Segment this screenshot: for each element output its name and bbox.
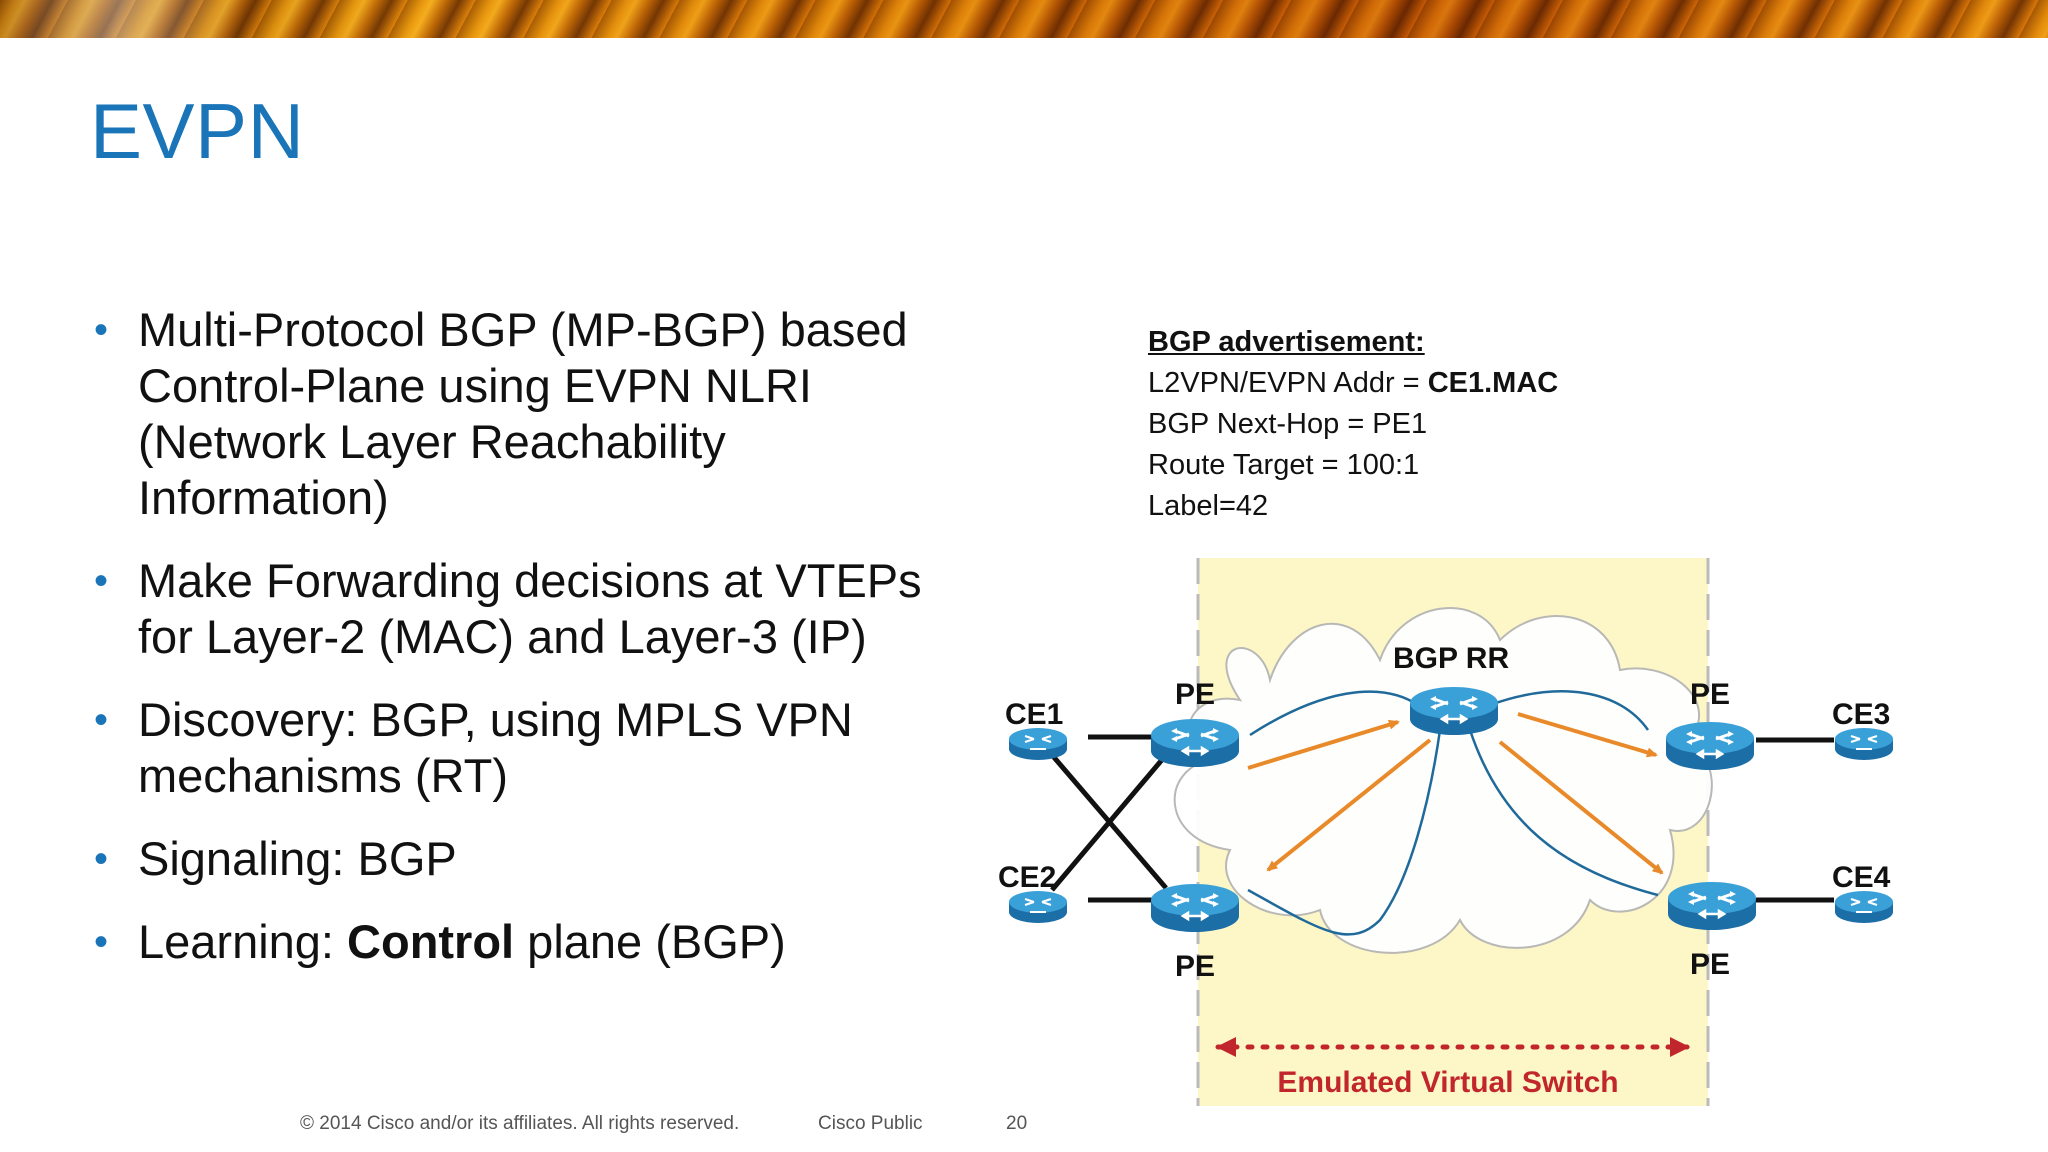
bullet-dot-icon: • xyxy=(94,308,109,352)
bgp-advertisement-box: BGP advertisement: L2VPN/EVPN Addr = CE1… xyxy=(1148,322,1558,527)
addr-label: L2VPN/EVPN Addr = xyxy=(1148,367,1428,399)
pe-top-right-label: PE xyxy=(1690,678,1730,711)
adv-arrow-pe1-rr xyxy=(1247,719,1400,770)
ce3-label: CE3 xyxy=(1832,698,1890,731)
advertisement-next-hop: BGP Next-Hop = PE1 xyxy=(1148,408,1428,440)
virtual-switch-label: Emulated Virtual Switch xyxy=(1277,1066,1618,1099)
bullet-text-bold: Control xyxy=(347,915,515,968)
adv-arrow-rr-pe2 xyxy=(1266,738,1432,872)
pe2-router-icon xyxy=(1149,882,1241,934)
advertisement-addr: L2VPN/EVPN Addr = CE1.MAC xyxy=(1148,363,1558,404)
ce2-label: CE2 xyxy=(998,861,1056,894)
bullet-item: • Learning: Control plane (BGP) xyxy=(92,914,952,970)
ce4-router-icon xyxy=(1834,890,1894,924)
bullet-text-pre: Learning: xyxy=(138,915,348,968)
ce2-router-icon xyxy=(1008,890,1068,924)
bullet-text: Multi-Protocol BGP (MP-BGP) based Contro… xyxy=(138,303,908,524)
footer-copyright: © 2014 Cisco and/or its affiliates. All … xyxy=(300,1113,740,1134)
addr-value: CE1.MAC xyxy=(1427,367,1559,399)
pe-top-left-label: PE xyxy=(1175,678,1215,711)
bgp-session-pe1 xyxy=(1249,690,1419,737)
bgp-session-pe4 xyxy=(1468,729,1659,897)
advertisement-label: Label=42 xyxy=(1148,490,1269,522)
footer-classification: Cisco Public xyxy=(818,1113,923,1134)
pe-bottom-left-label: PE xyxy=(1175,950,1215,983)
bullet-dot-icon: • xyxy=(94,837,109,881)
bgp-session-pe2 xyxy=(1247,729,1442,936)
link-ce2-pe1 xyxy=(1050,753,1168,892)
bullet-dot-icon: • xyxy=(94,920,109,964)
bgp-session-pe3 xyxy=(1489,690,1650,731)
bullet-text-post: plane (BGP) xyxy=(514,915,786,968)
slide-title: EVPN xyxy=(90,87,305,175)
bullet-dot-icon: • xyxy=(94,698,109,742)
page-number: 20 xyxy=(1006,1113,1028,1134)
pe1-router-icon xyxy=(1149,717,1241,769)
ce1-label: CE1 xyxy=(1005,698,1063,731)
bullet-item: • Multi-Protocol BGP (MP-BGP) based Contr… xyxy=(92,302,952,526)
bullet-item: • Discovery: BGP, using MPLS VPN mechanis… xyxy=(92,692,952,804)
advertisement-route-target: Route Target = 100:1 xyxy=(1148,449,1420,481)
ce1-router-icon xyxy=(1008,727,1068,761)
pe4-router-icon xyxy=(1666,880,1758,932)
bgp-rr-label: BGP RR xyxy=(1393,642,1509,675)
ce3-router-icon xyxy=(1834,727,1894,761)
bullet-text: Discovery: BGP, using MPLS VPN mechanism… xyxy=(138,693,853,802)
bullet-list: • Multi-Protocol BGP (MP-BGP) based Contr… xyxy=(92,302,952,997)
bullet-item: • Signaling: BGP xyxy=(92,831,952,887)
bullet-dot-icon: • xyxy=(94,559,109,603)
pe-bottom-right-label: PE xyxy=(1690,948,1730,981)
bgp-rr-router-icon xyxy=(1408,685,1500,737)
bullet-text: Signaling: BGP xyxy=(138,832,457,885)
advertisement-heading: BGP advertisement: xyxy=(1148,326,1425,358)
adv-arrow-rr-pe3 xyxy=(1517,712,1658,758)
header-banner xyxy=(0,0,2048,38)
adv-arrow-rr-pe4 xyxy=(1498,740,1664,875)
ce4-label: CE4 xyxy=(1832,861,1891,894)
bullet-item: • Make Forwarding decisions at VTEPs for … xyxy=(92,553,952,665)
bullet-text: Make Forwarding decisions at VTEPs for L… xyxy=(138,554,922,663)
mpls-cloud xyxy=(1173,607,1713,954)
pe3-router-icon xyxy=(1664,720,1756,772)
